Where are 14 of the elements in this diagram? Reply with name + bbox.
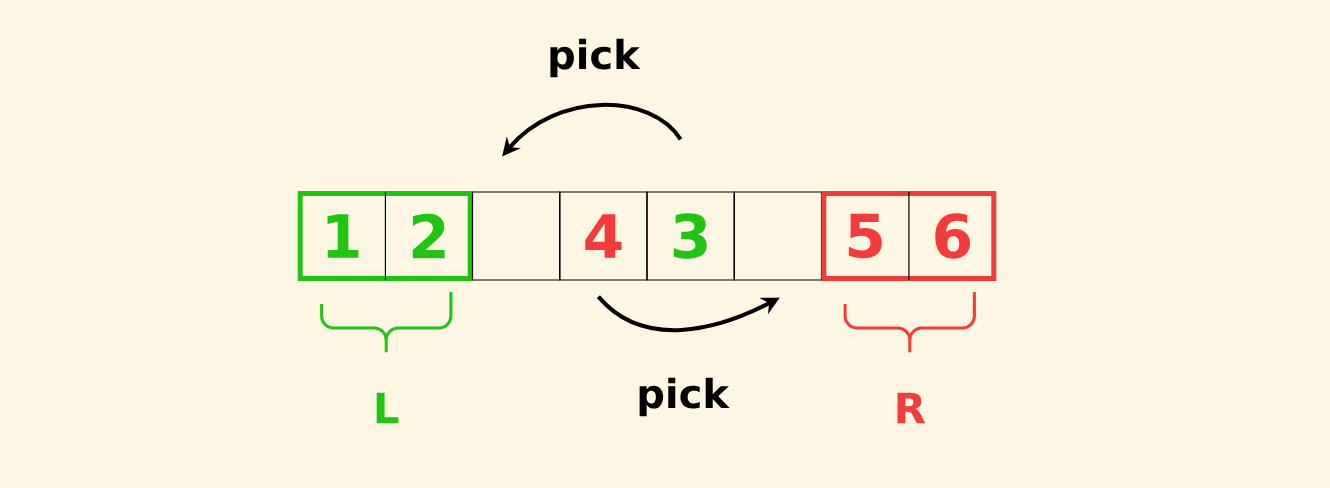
group-box	[821, 191, 997, 281]
number-cell: 5	[848, 213, 882, 259]
number-cell: 3	[646, 191, 735, 281]
array-cell	[733, 191, 823, 281]
group-box	[297, 191, 473, 281]
number-cell: 1	[327, 214, 359, 258]
edge-label: pick	[550, 38, 641, 78]
group-label: L	[376, 392, 399, 424]
number-cell: 2	[412, 213, 445, 259]
edge-label: pick	[639, 377, 730, 417]
array-cell	[471, 191, 561, 281]
number-cell: 6	[935, 213, 971, 259]
number-cell: 4	[559, 191, 648, 281]
group-label: R	[897, 392, 926, 424]
